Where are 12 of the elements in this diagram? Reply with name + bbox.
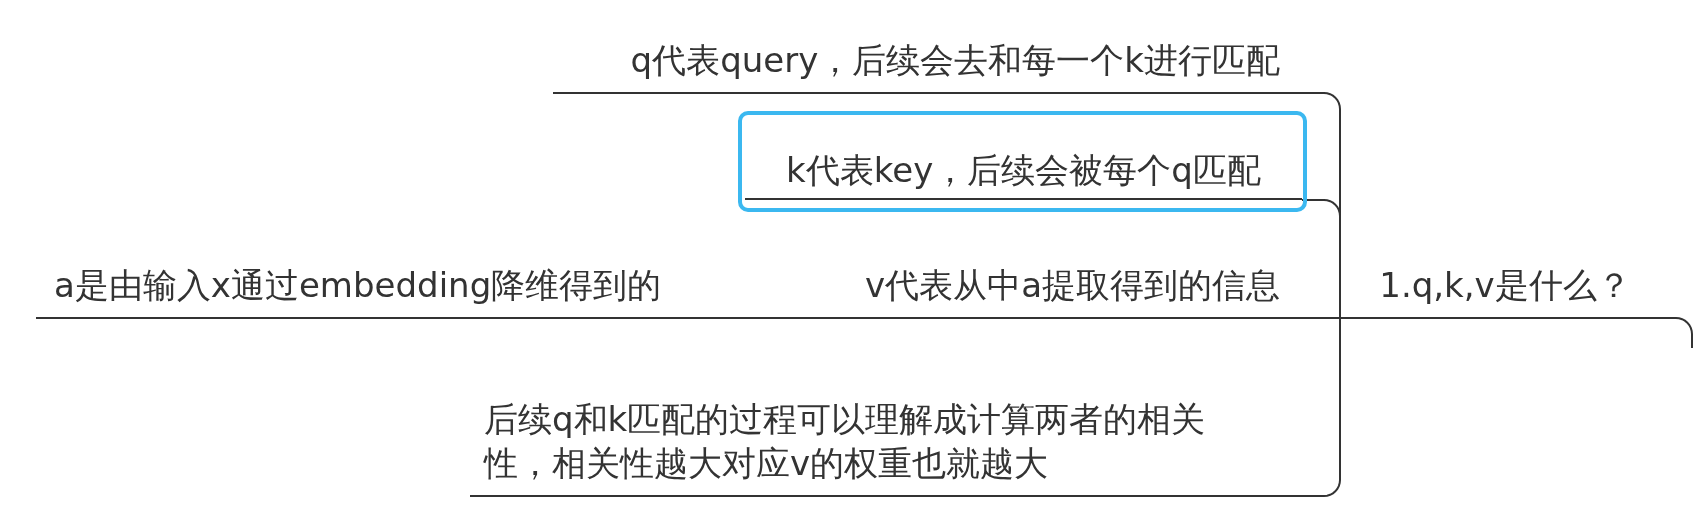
topic-text: 1.q,k,v是什么？: [1379, 263, 1631, 307]
branch-line: [1321, 317, 1341, 497]
branch-line: [1669, 317, 1693, 349]
branch-line: [1301, 199, 1341, 319]
topic-text: v代表从中a提取得到的信息: [865, 263, 1280, 307]
selected-topic-box: [738, 111, 1307, 212]
topic-text: 后续q和k匹配的过程可以理解成计算两者的相关性，相关性越大对应v的权重也就越大: [484, 397, 1207, 485]
topic-text: a是由输入x通过embedding降维得到的: [54, 263, 662, 307]
branch-line: [1321, 317, 1341, 319]
topic-text: k代表key，后续会被每个q匹配: [745, 147, 1302, 200]
branch-line: [779, 317, 801, 319]
topic-text: q代表query，后续会去和每一个k进行匹配: [630, 38, 1280, 82]
